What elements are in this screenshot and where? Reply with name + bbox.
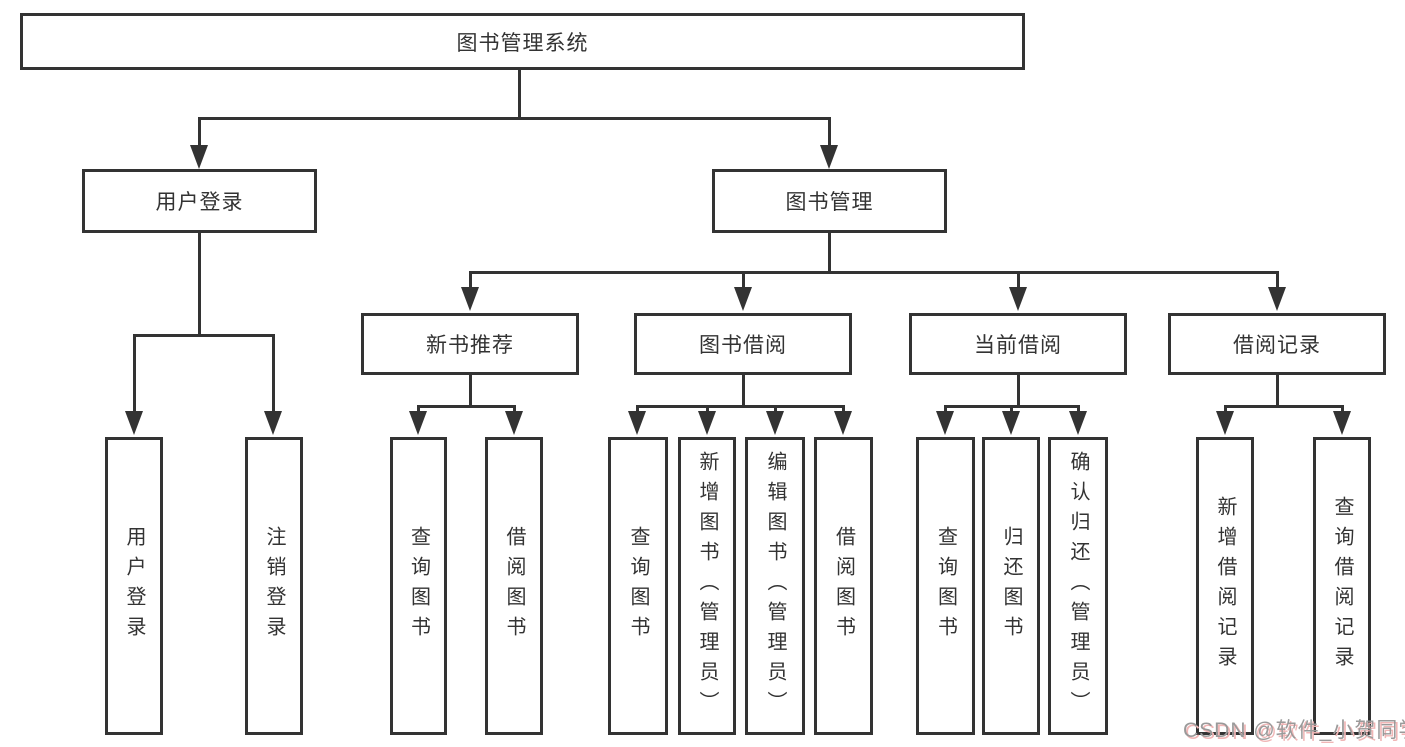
connector-line	[417, 407, 420, 413]
connector-line	[828, 119, 831, 147]
connector-line	[518, 70, 521, 119]
connector-line	[944, 405, 1080, 408]
leaf-logout: 注销登录	[245, 437, 303, 735]
connector-line	[272, 336, 275, 412]
arrow-down-icon	[1216, 411, 1234, 435]
leaf-query-books: 查询图书	[916, 437, 975, 735]
leaf-query-borrow-record: 查询借阅记录	[1313, 437, 1371, 735]
arrow-down-icon	[461, 287, 479, 311]
connector-line	[742, 375, 745, 407]
arrow-down-icon	[409, 411, 427, 435]
node-user-login: 用户登录	[82, 169, 317, 233]
arrow-down-icon	[698, 411, 716, 435]
leaf-edit-book-admin: 编辑图书（管理员）	[745, 437, 805, 735]
arrow-down-icon	[628, 411, 646, 435]
arrow-down-icon	[190, 145, 208, 169]
leaf-add-book-admin: 新增图书（管理员）	[678, 437, 736, 735]
connector-line	[636, 405, 845, 408]
leaf-user-login: 用户登录	[105, 437, 163, 735]
arrow-down-icon	[1268, 287, 1286, 311]
arrow-down-icon	[766, 411, 784, 435]
connector-line	[1276, 273, 1279, 289]
connector-line	[706, 407, 709, 413]
connector-line	[198, 117, 831, 120]
connector-line	[1224, 407, 1227, 413]
arrow-down-icon	[834, 411, 852, 435]
connector-line	[944, 407, 947, 413]
connector-line	[1276, 375, 1279, 407]
arrow-down-icon	[734, 287, 752, 311]
node-borrowing-records: 借阅记录	[1168, 313, 1386, 375]
connector-line	[1077, 407, 1080, 413]
connector-line	[469, 271, 1279, 274]
connector-line	[133, 334, 275, 337]
connector-line	[469, 375, 472, 407]
connector-line	[198, 119, 201, 147]
arrow-down-icon	[936, 411, 954, 435]
arrow-down-icon	[1009, 287, 1027, 311]
leaf-confirm-return-admin: 确认归还（管理员）	[1048, 437, 1108, 735]
arrow-down-icon	[264, 411, 282, 435]
arrow-down-icon	[1333, 411, 1351, 435]
node-current-borrowing: 当前借阅	[909, 313, 1127, 375]
node-book-management: 图书管理	[712, 169, 947, 233]
connector-line	[828, 233, 831, 273]
node-book-borrowing: 图书借阅	[634, 313, 852, 375]
leaf-add-borrow-record: 新增借阅记录	[1196, 437, 1254, 735]
connector-line	[636, 407, 639, 413]
connector-line	[198, 233, 201, 336]
leaf-query-books: 查询图书	[608, 437, 668, 735]
leaf-borrow-books: 借阅图书	[485, 437, 543, 735]
connector-line	[742, 273, 745, 289]
arrow-down-icon	[820, 145, 838, 169]
arrow-down-icon	[1002, 411, 1020, 435]
arrow-down-icon	[1069, 411, 1087, 435]
connector-line	[774, 407, 777, 413]
connector-line	[417, 405, 516, 408]
arrow-down-icon	[505, 411, 523, 435]
node-library-management-system: 图书管理系统	[20, 13, 1025, 70]
connector-line	[1017, 273, 1020, 289]
connector-line	[1224, 405, 1344, 408]
connector-line	[1010, 407, 1013, 413]
connector-line	[1017, 375, 1020, 407]
leaf-borrow-books: 借阅图书	[814, 437, 873, 735]
leaf-query-books: 查询图书	[390, 437, 447, 735]
connector-line	[1341, 407, 1344, 413]
arrow-down-icon	[125, 411, 143, 435]
leaf-return-book: 归还图书	[982, 437, 1040, 735]
connector-line	[133, 336, 136, 412]
watermark: CSDN @软件_小贺同学	[1183, 719, 1405, 742]
connector-line	[469, 273, 472, 289]
connector-line	[842, 407, 845, 413]
connector-line	[513, 407, 516, 413]
node-new-book-recommendation: 新书推荐	[361, 313, 579, 375]
